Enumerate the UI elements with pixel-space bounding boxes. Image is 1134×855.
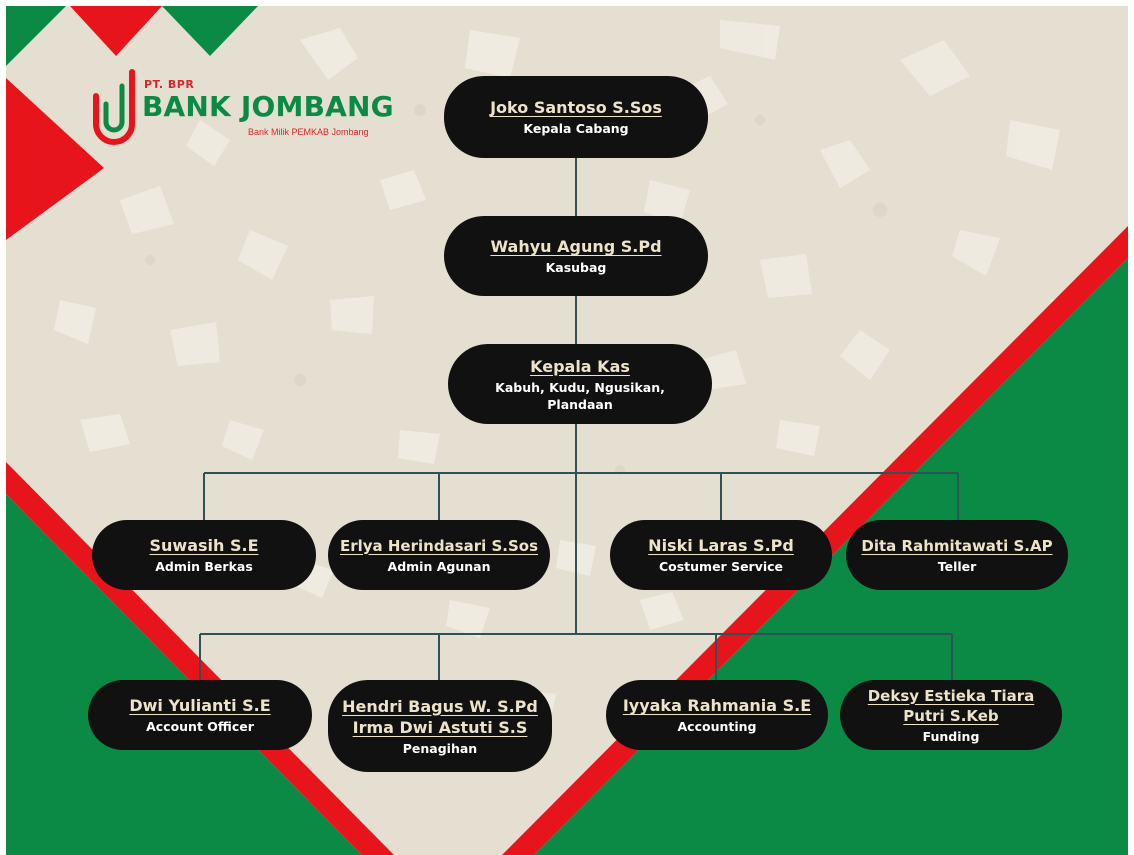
- node-name: Deksy Estieka Tiara: [867, 686, 1035, 705]
- node-role: Accounting: [677, 719, 757, 734]
- node-funding: Deksy Estieka Tiara Putri S.Keb Funding: [840, 680, 1062, 750]
- node-teller: Dita Rahmitawati S.AP Teller: [846, 520, 1068, 590]
- node-name: Joko Santoso S.Sos: [490, 98, 662, 117]
- node-name: Wahyu Agung S.Pd: [490, 237, 662, 256]
- node-role: Account Officer: [146, 719, 254, 734]
- node-account-officer: Dwi Yulianti S.E Account Officer: [88, 680, 312, 750]
- node-admin-agunan: Erlya Herindasari S.Sos Admin Agunan: [328, 520, 550, 590]
- node-costumer-service: Niski Laras S.Pd Costumer Service: [610, 520, 832, 590]
- node-name: Suwasih S.E: [149, 536, 259, 555]
- logo-name: BANK JOMBANG: [142, 90, 394, 123]
- node-name: Hendri Bagus W. S.Pd: [342, 696, 538, 716]
- node-role: Admin Berkas: [155, 559, 253, 574]
- node-accounting: Iyyaka Rahmania S.E Accounting: [606, 680, 828, 750]
- node-kasubag: Wahyu Agung S.Pd Kasubag: [444, 216, 708, 296]
- node-role: Kabuh, Kudu, Ngusikan, Plandaan: [495, 379, 665, 412]
- node-kepala-kas: Kepala Kas Kabuh, Kudu, Ngusikan, Planda…: [448, 344, 712, 424]
- node-role: Costumer Service: [658, 559, 784, 574]
- logo-prefix: PT. BPR: [144, 78, 195, 91]
- node-role: Funding: [922, 728, 980, 744]
- connector-lines: [199, 158, 959, 680]
- node-name: Iyyaka Rahmania S.E: [622, 696, 812, 715]
- node-role: Kasubag: [545, 260, 607, 275]
- node-role: Teller: [937, 558, 977, 574]
- node-name: Dwi Yulianti S.E: [129, 696, 271, 715]
- node-penagihan: Hendri Bagus W. S.Pd Irma Dwi Astuti S.S…: [328, 680, 552, 772]
- bank-logo: PT. BPR BANK JOMBANG Bank Milik PEMKAB J…: [78, 64, 398, 148]
- node-role: Penagihan: [402, 740, 478, 756]
- node-kepala-cabang: Joko Santoso S.Sos Kepala Cabang: [444, 76, 708, 158]
- node-name: Kepala Kas: [530, 356, 630, 376]
- node-name-2: Putri S.Keb: [903, 706, 999, 725]
- logo-icon: [93, 69, 135, 145]
- node-name: Erlya Herindasari S.Sos: [339, 536, 539, 555]
- logo-tagline: Bank Milik PEMKAB Jombang: [248, 127, 369, 137]
- node-role: Admin Agunan: [387, 558, 491, 574]
- node-name-2: Irma Dwi Astuti S.S: [352, 717, 528, 737]
- node-admin-berkas: Suwasih S.E Admin Berkas: [92, 520, 316, 590]
- node-name: Dita Rahmitawati S.AP: [861, 536, 1053, 555]
- node-role: Kepala Cabang: [523, 121, 629, 136]
- node-name: Niski Laras S.Pd: [648, 536, 794, 555]
